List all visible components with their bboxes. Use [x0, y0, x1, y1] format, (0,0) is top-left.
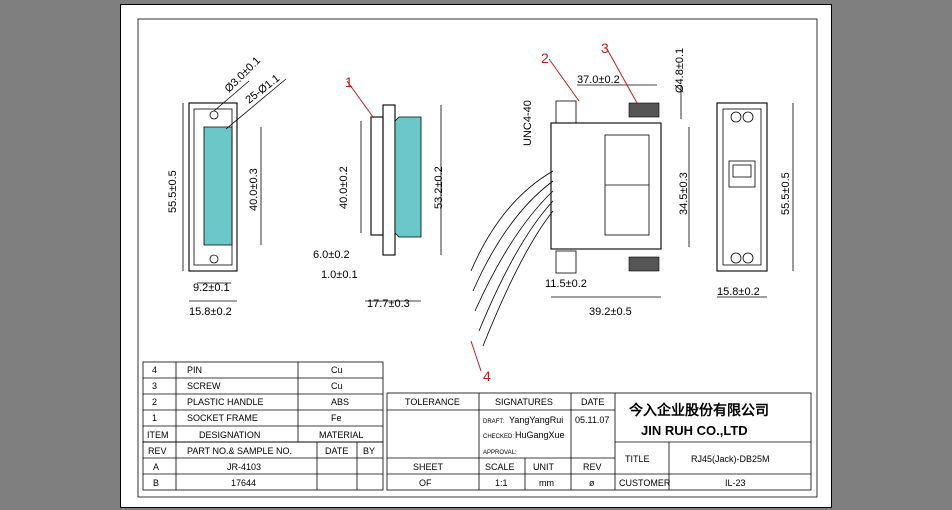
bom-header-item: ITEM	[147, 430, 169, 440]
front-pin-height-dim: 40.0±0.3	[248, 168, 260, 211]
front-width-dim: 15.8±0.2	[189, 306, 232, 318]
technical-drawing: 55.5±0.5 40.0±0.3 Ø3.0±0.1 25-Ø1.1 9.2±0…	[137, 18, 818, 498]
rev-label: REV	[583, 462, 602, 472]
bom-table: 4 PIN Cu 3 SCREW Cu 2 PLASTIC HANDLE ABS…	[142, 361, 384, 443]
scale-label: SCALE	[485, 462, 515, 472]
housing-length-dim: 39.2±0.5	[589, 306, 632, 318]
draft-name: YangYangRui	[509, 415, 563, 425]
rj45-height-dim: 55.5±0.5	[780, 172, 792, 215]
bom-name-3: SCREW	[187, 381, 221, 391]
customer-value: IL-23	[725, 478, 746, 488]
bom-item-2: 2	[152, 397, 157, 407]
rev-header-date: DATE	[325, 446, 348, 456]
date-label: DATE	[581, 397, 604, 407]
drawing-frame	[137, 18, 818, 498]
bom-item-4: 4	[152, 365, 157, 375]
unit-value: mm	[539, 478, 554, 488]
rev-header-rev: REV	[148, 446, 167, 456]
title-value: RJ45(Jack)-DB25M	[691, 454, 770, 464]
housing-view: 2 3 4 37.0±0.2 Ø4.8±0.1 UNC4-40 34.5±0.3…	[470, 40, 690, 384]
callout-1: 1	[345, 74, 353, 90]
company-name-en: JIN RUH CO.,LTD	[641, 423, 748, 438]
screw-length-dim: 37.0±0.2	[577, 74, 620, 86]
sheet-value: OF	[419, 478, 432, 488]
checked-label: CHECKED:	[483, 434, 514, 440]
callout-2: 2	[541, 50, 549, 66]
bom-header-name: DESIGNATION	[199, 430, 260, 440]
callout-4: 4	[483, 368, 491, 384]
callout-3: 3	[601, 40, 609, 56]
side-flange-thick-dim: 6.0±0.2	[313, 249, 350, 261]
unit-label: UNIT	[533, 462, 554, 472]
housing-height-dim: 34.5±0.3	[678, 172, 690, 215]
title-label: TITLE	[625, 454, 650, 464]
rj45-view: 55.5±0.5 15.8±0.2	[716, 102, 794, 298]
sheet-label: SHEET	[413, 462, 444, 472]
tolerance-label: TOLERANCE	[405, 397, 460, 407]
rev-a-part: JR-4103	[227, 462, 261, 472]
checked-name: HuGangXue	[515, 430, 565, 440]
bom-name-1: SOCKET FRAME	[187, 413, 258, 423]
approval-label: APPROVAL:	[483, 450, 517, 456]
company-name-cn: 今入企业股份有限公司	[628, 402, 769, 418]
thread-spec: UNC4-40	[522, 100, 534, 146]
side-body-height-dim: 53.2±0.2	[433, 166, 445, 209]
front-pin-width-dim: 9.2±0.1	[193, 282, 230, 294]
revision-table: REV PART NO.& SAMPLE NO. DATE BY A JR-41…	[142, 441, 384, 491]
rev-b-part: 17644	[231, 478, 256, 488]
draft-date: 05.11.07	[575, 415, 609, 425]
screw-dia-dim: Ø4.8±0.1	[674, 48, 686, 93]
title-block: TOLERANCE SIGNATURES DATE DRAFT: YangYan…	[386, 392, 812, 491]
bom-material-3: Cu	[331, 381, 343, 391]
rev-b: B	[153, 478, 159, 488]
side-depth-dim: 17.7±0.3	[367, 298, 410, 310]
front-view: 55.5±0.5 40.0±0.3 Ø3.0±0.1 25-Ø1.1 9.2±0…	[167, 55, 287, 318]
side-view: 1 40.0±0.2 53.2±0.2 6.0±0.2 1.0±0.1 17.7…	[313, 74, 445, 310]
rev-a: A	[153, 462, 159, 472]
drawing-sheet: 55.5±0.5 40.0±0.3 Ø3.0±0.1 25-Ø1.1 9.2±0…	[120, 4, 832, 508]
housing-offset-dim: 11.5±0.2	[545, 278, 587, 290]
bom-header-material: MATERIAL	[319, 430, 363, 440]
rev-header-part: PART NO.& SAMPLE NO.	[187, 446, 292, 456]
side-frame-height-dim: 40.0±0.2	[338, 166, 350, 209]
bom-material-4: Cu	[331, 365, 343, 375]
side-flange-gap-dim: 1.0±0.1	[321, 269, 358, 281]
front-pin-dia-dim: 25-Ø1.1	[243, 72, 282, 106]
front-overall-height-dim: 55.5±0.5	[167, 170, 179, 213]
customer-label: CUSTOMER	[619, 478, 671, 488]
scale-value: 1:1	[495, 478, 508, 488]
rev-header-by: BY	[363, 446, 375, 456]
bom-material-2: ABS	[331, 397, 349, 407]
bom-name-4: PIN	[187, 365, 202, 375]
rev-value: ø	[589, 478, 595, 488]
bom-item-3: 3	[152, 381, 157, 391]
bom-name-2: PLASTIC HANDLE	[187, 397, 264, 407]
draft-label: DRAFT:	[483, 419, 504, 425]
bom-material-1: Fe	[331, 413, 342, 423]
rj45-width-dim: 15.8±0.2	[717, 286, 760, 298]
signatures-label: SIGNATURES	[495, 397, 553, 407]
bom-item-1: 1	[152, 413, 157, 423]
